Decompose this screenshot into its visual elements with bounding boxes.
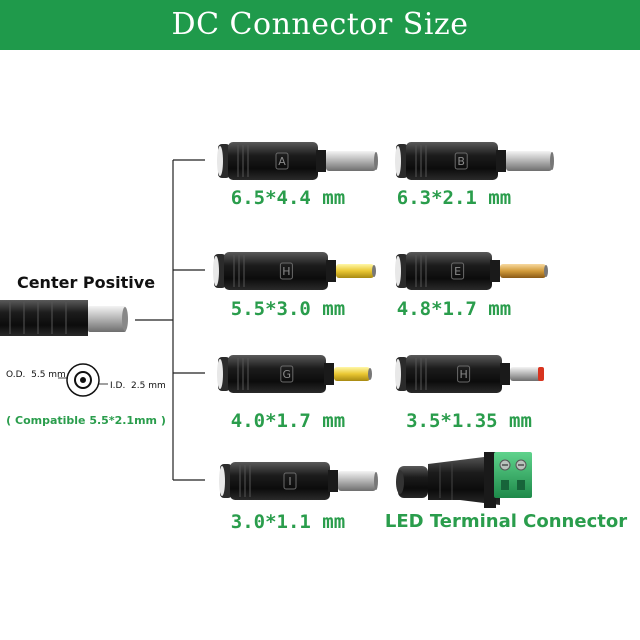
adapter-neck xyxy=(500,363,510,385)
id-label: I.D. 2.5 mm xyxy=(110,381,166,391)
adapter-socket xyxy=(219,466,225,496)
adapter-label-7: 3.0*1.1 mm xyxy=(230,511,346,533)
led-terminal-image xyxy=(396,452,532,508)
adapter-letter: B xyxy=(457,155,465,168)
center-positive-label: Center Positive xyxy=(16,273,156,292)
adapter-neck xyxy=(316,150,326,172)
adapter-tip-end xyxy=(550,152,554,170)
adapter-tip-end xyxy=(544,265,548,277)
adapter-socket xyxy=(395,256,401,286)
adapter-label-5: 4.0*1.7 mm xyxy=(230,410,346,432)
adapter-socket xyxy=(213,256,219,286)
adapter-letter: I xyxy=(288,475,291,488)
adapter-badge xyxy=(283,472,297,490)
adapter-image-7: I xyxy=(219,462,378,500)
adapter-badge xyxy=(451,262,465,280)
adapter-tip xyxy=(336,264,374,278)
adapters-group: A B H E G H I xyxy=(213,142,554,500)
adapter-tip xyxy=(338,471,376,491)
adapter-body xyxy=(228,142,318,180)
adapter-letter: E xyxy=(454,265,461,278)
adapter-tip-end xyxy=(372,265,376,277)
adapter-badge xyxy=(454,152,468,170)
adapter-body xyxy=(406,355,502,393)
adapter-body xyxy=(224,252,328,290)
od-label: O.D. 5.5 mm xyxy=(6,370,66,380)
title-banner xyxy=(0,0,640,50)
adapter-badge xyxy=(457,365,471,383)
adapter-neck xyxy=(328,470,338,492)
adapter-letter: H xyxy=(282,265,290,278)
plug-cross-section xyxy=(58,363,108,397)
adapter-image-4: E xyxy=(395,252,548,290)
adapter-tip-end xyxy=(374,472,378,490)
adapter-neck xyxy=(490,260,500,282)
adapter-tip-end xyxy=(538,367,544,381)
adapter-tip xyxy=(506,151,552,171)
adapter-socket xyxy=(395,359,401,389)
adapter-image-1: A xyxy=(217,142,378,180)
adapter-tip xyxy=(326,151,376,171)
adapter-neck xyxy=(324,363,334,385)
adapter-label-2: 6.3*2.1 mm xyxy=(396,187,512,209)
adapter-label-1: 6.5*4.4 mm xyxy=(230,187,346,209)
adapter-badge xyxy=(275,152,289,170)
compatibility-note: ( Compatible 5.5*2.1mm ) xyxy=(6,414,166,427)
adapter-image-3: H xyxy=(213,252,376,290)
adapter-body xyxy=(228,355,326,393)
adapter-body xyxy=(406,252,492,290)
led-terminal-label: LED Terminal Connector xyxy=(384,511,628,532)
adapter-tip-end xyxy=(374,152,378,170)
adapter-tip xyxy=(500,264,546,278)
adapter-tip-end xyxy=(368,368,372,380)
adapter-image-6: H xyxy=(395,355,544,393)
main-plug-image xyxy=(0,300,128,336)
adapter-letter: A xyxy=(278,155,286,168)
adapter-socket xyxy=(217,359,223,389)
adapter-tip xyxy=(510,367,544,381)
page-title: DC Connector Size xyxy=(171,7,469,42)
adapter-image-2: B xyxy=(395,142,554,180)
adapter-letter: H xyxy=(459,368,467,381)
adapter-image-5: G xyxy=(217,355,372,393)
adapter-label-4: 4.8*1.7 mm xyxy=(396,298,512,320)
adapter-badge xyxy=(280,365,294,383)
adapter-body xyxy=(406,142,498,180)
adapter-label-6: 3.5*1.35 mm xyxy=(406,410,532,432)
adapter-letter: G xyxy=(283,368,292,381)
adapter-neck xyxy=(326,260,336,282)
adapter-label-3: 5.5*3.0 mm xyxy=(230,298,346,320)
adapter-badge xyxy=(279,262,293,280)
adapter-body xyxy=(230,462,330,500)
adapter-neck xyxy=(496,150,506,172)
adapter-socket xyxy=(395,146,401,176)
adapter-socket xyxy=(217,146,223,176)
adapter-tip xyxy=(334,367,370,381)
connector-lines xyxy=(135,159,205,481)
